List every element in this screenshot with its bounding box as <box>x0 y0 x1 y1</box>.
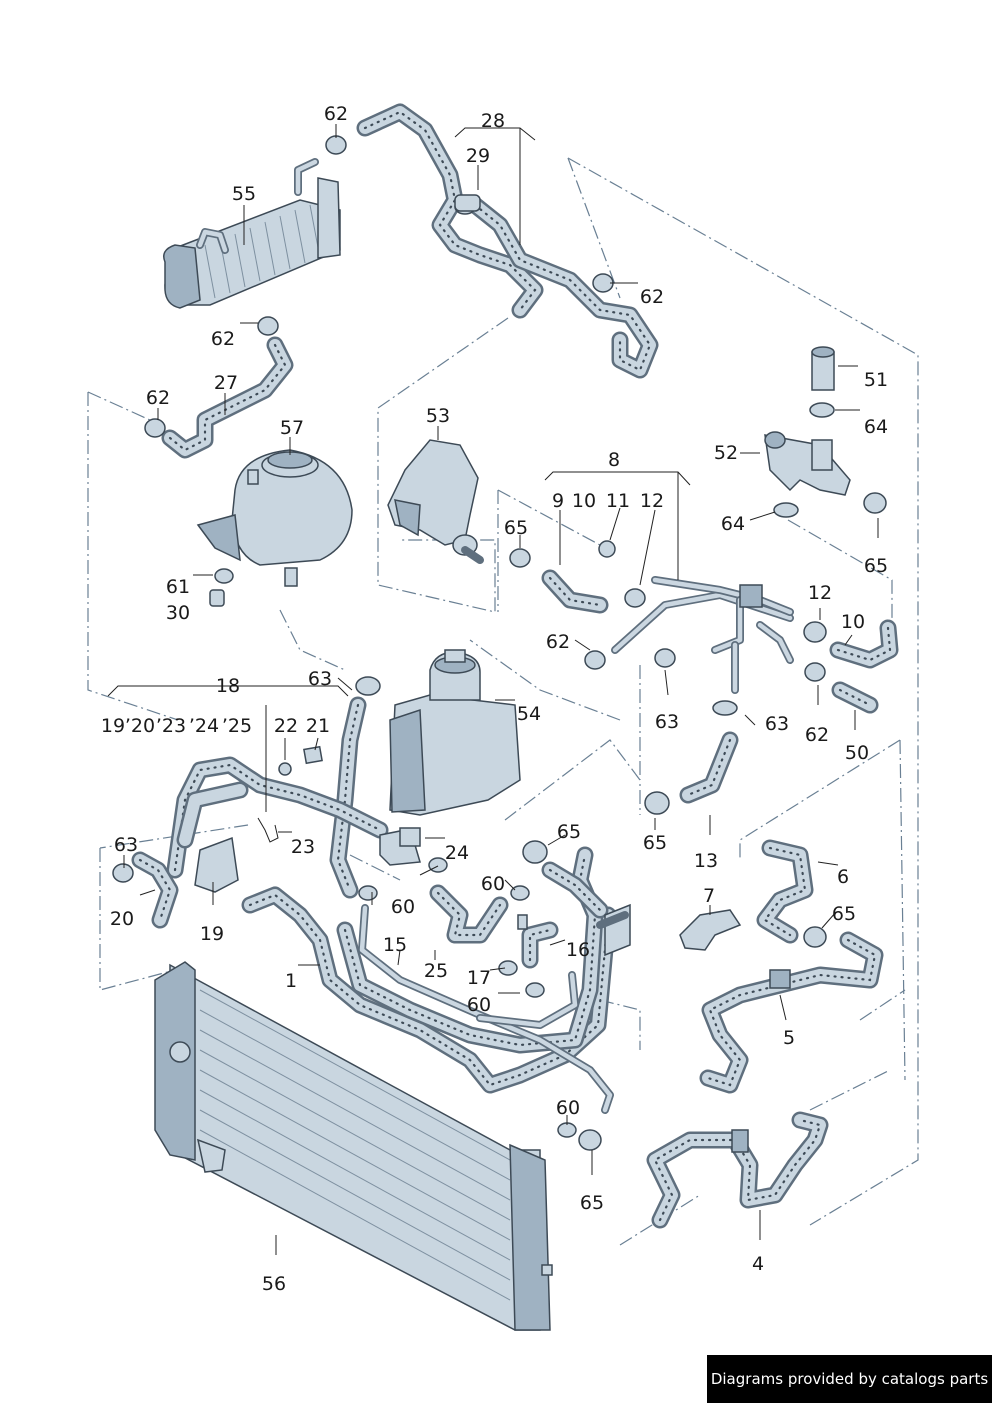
callout-28: 28 <box>481 110 505 132</box>
callout-23: 23 <box>291 836 315 858</box>
callout-65: 65 <box>864 555 888 577</box>
callout-25-year: ’25 <box>222 715 252 737</box>
callout-24: 24 <box>445 842 469 864</box>
callout-51: 51 <box>864 369 888 391</box>
callout-65: 65 <box>504 517 528 539</box>
clamps-middle <box>509 402 887 815</box>
callout-19: 19 <box>101 715 125 737</box>
callout-65: 65 <box>580 1192 604 1214</box>
clamps-top <box>144 135 614 438</box>
callout-65: 65 <box>557 821 581 843</box>
callout-13: 13 <box>694 850 718 872</box>
callout-53: 53 <box>426 405 450 427</box>
callout-25: 25 <box>424 960 448 982</box>
callout-10: 10 <box>841 611 865 633</box>
callout-62: 62 <box>146 387 170 409</box>
radiator-56 <box>154 961 553 1331</box>
hose-63 <box>329 676 381 899</box>
callout-65: 65 <box>643 832 667 854</box>
callout-5: 5 <box>783 1027 795 1049</box>
callout-63: 63 <box>655 711 679 733</box>
callout-19: 19 <box>200 923 224 945</box>
callout-55: 55 <box>232 183 256 205</box>
hose-5 <box>699 931 884 1094</box>
hose-13 <box>679 731 739 804</box>
callout-27: 27 <box>214 372 238 394</box>
bracket-pipe-bundle <box>596 903 631 957</box>
callout-8: 8 <box>608 449 620 471</box>
callout-60: 60 <box>556 1097 580 1119</box>
callout-63: 63 <box>308 668 332 690</box>
callout-11: 11 <box>606 490 630 512</box>
callout-50: 50 <box>845 742 869 764</box>
callout-21: 21 <box>306 715 330 737</box>
callout-22: 22 <box>274 715 298 737</box>
callout-60: 60 <box>391 896 415 918</box>
callout-23-year: ’23 <box>156 715 186 737</box>
leader-lines <box>107 124 879 1255</box>
coolant-pipe-8 <box>611 576 794 694</box>
callout-29: 29 <box>466 145 490 167</box>
callout-61: 61 <box>166 576 190 598</box>
callout-63: 63 <box>114 834 138 856</box>
callout-1: 1 <box>285 970 297 992</box>
callout-65: 65 <box>832 903 856 925</box>
callout-57: 57 <box>280 417 304 439</box>
callout-4: 4 <box>752 1253 764 1275</box>
callout-62: 62 <box>640 286 664 308</box>
bracket-7 <box>679 909 742 951</box>
pipe-15 <box>358 904 614 1114</box>
hose-18 <box>112 745 421 929</box>
pump-54 <box>389 649 521 816</box>
callout-62: 62 <box>546 631 570 653</box>
callout-15: 15 <box>383 934 407 956</box>
callout-64: 64 <box>864 416 888 438</box>
callout-16: 16 <box>566 939 590 961</box>
hose-25 <box>429 884 509 944</box>
callout-30: 30 <box>166 602 190 624</box>
callout-63: 63 <box>765 713 789 735</box>
callout-60: 60 <box>467 994 491 1016</box>
callout-18: 18 <box>216 675 240 697</box>
oil-cooler-55 <box>163 158 341 309</box>
flange-52 <box>764 431 851 496</box>
callout-12: 12 <box>808 582 832 604</box>
callout-62: 62 <box>211 328 235 350</box>
callout-24-year: ’24 <box>189 715 219 737</box>
callout-7: 7 <box>703 885 715 907</box>
hose-4 <box>646 1111 829 1229</box>
housing-53 <box>387 439 484 564</box>
upper-hose-28 <box>356 103 659 379</box>
callout-17: 17 <box>467 967 491 989</box>
pipe-51 <box>811 346 835 391</box>
callout-62: 62 <box>805 724 829 746</box>
callout-64: 64 <box>721 513 745 535</box>
callout-20: 20 <box>110 908 134 930</box>
hose-27 <box>161 336 294 459</box>
hose-9 <box>541 569 609 614</box>
callout-6: 6 <box>837 866 849 888</box>
clamps-lower <box>358 840 827 1151</box>
callout-12: 12 <box>640 490 664 512</box>
callout-9: 9 <box>552 490 564 512</box>
hose-6 <box>756 839 814 944</box>
callout-62: 62 <box>324 103 348 125</box>
hose-50 <box>831 681 879 714</box>
callout-20-year: ’20 <box>125 715 155 737</box>
hose-16 <box>517 914 559 969</box>
assembly-outlines <box>87 157 919 1246</box>
callout-60: 60 <box>481 873 505 895</box>
watermark-banner: Diagrams provided by catalogs parts <box>707 1355 992 1403</box>
callout-54: 54 <box>517 703 541 725</box>
callout-56: 56 <box>262 1273 286 1295</box>
callouts: 62 28 29 55 62 62 27 62 51 64 53 57 52 8… <box>101 103 888 1295</box>
callout-10: 10 <box>572 490 596 512</box>
hose-10 <box>829 619 899 669</box>
callout-52: 52 <box>714 442 738 464</box>
expansion-tank-57 <box>196 449 353 607</box>
